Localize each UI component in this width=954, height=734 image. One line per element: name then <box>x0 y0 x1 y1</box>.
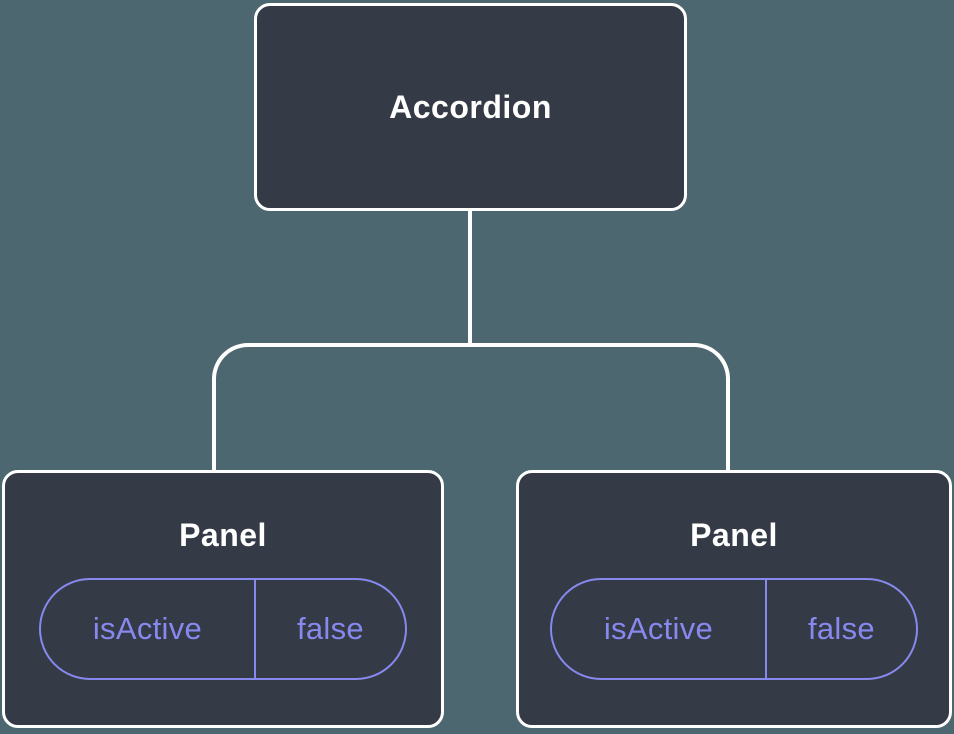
state-pill: isActive false <box>550 578 918 680</box>
state-pill: isActive false <box>39 578 407 680</box>
state-value: false <box>253 580 405 678</box>
state-name: isActive <box>92 611 203 646</box>
state-value: false <box>764 580 916 678</box>
connector-trunk-line <box>468 209 472 347</box>
panel-node-left: Panel isActive false <box>2 470 444 728</box>
panel-node-label: Panel <box>690 517 778 553</box>
state-name: isActive <box>603 611 714 646</box>
root-node-label: Accordion <box>389 88 552 125</box>
panel-node-right: Panel isActive false <box>516 470 952 728</box>
panel-node-label: Panel <box>179 517 267 553</box>
root-node-accordion: Accordion <box>254 3 687 211</box>
connector-branch-bracket <box>212 343 730 470</box>
